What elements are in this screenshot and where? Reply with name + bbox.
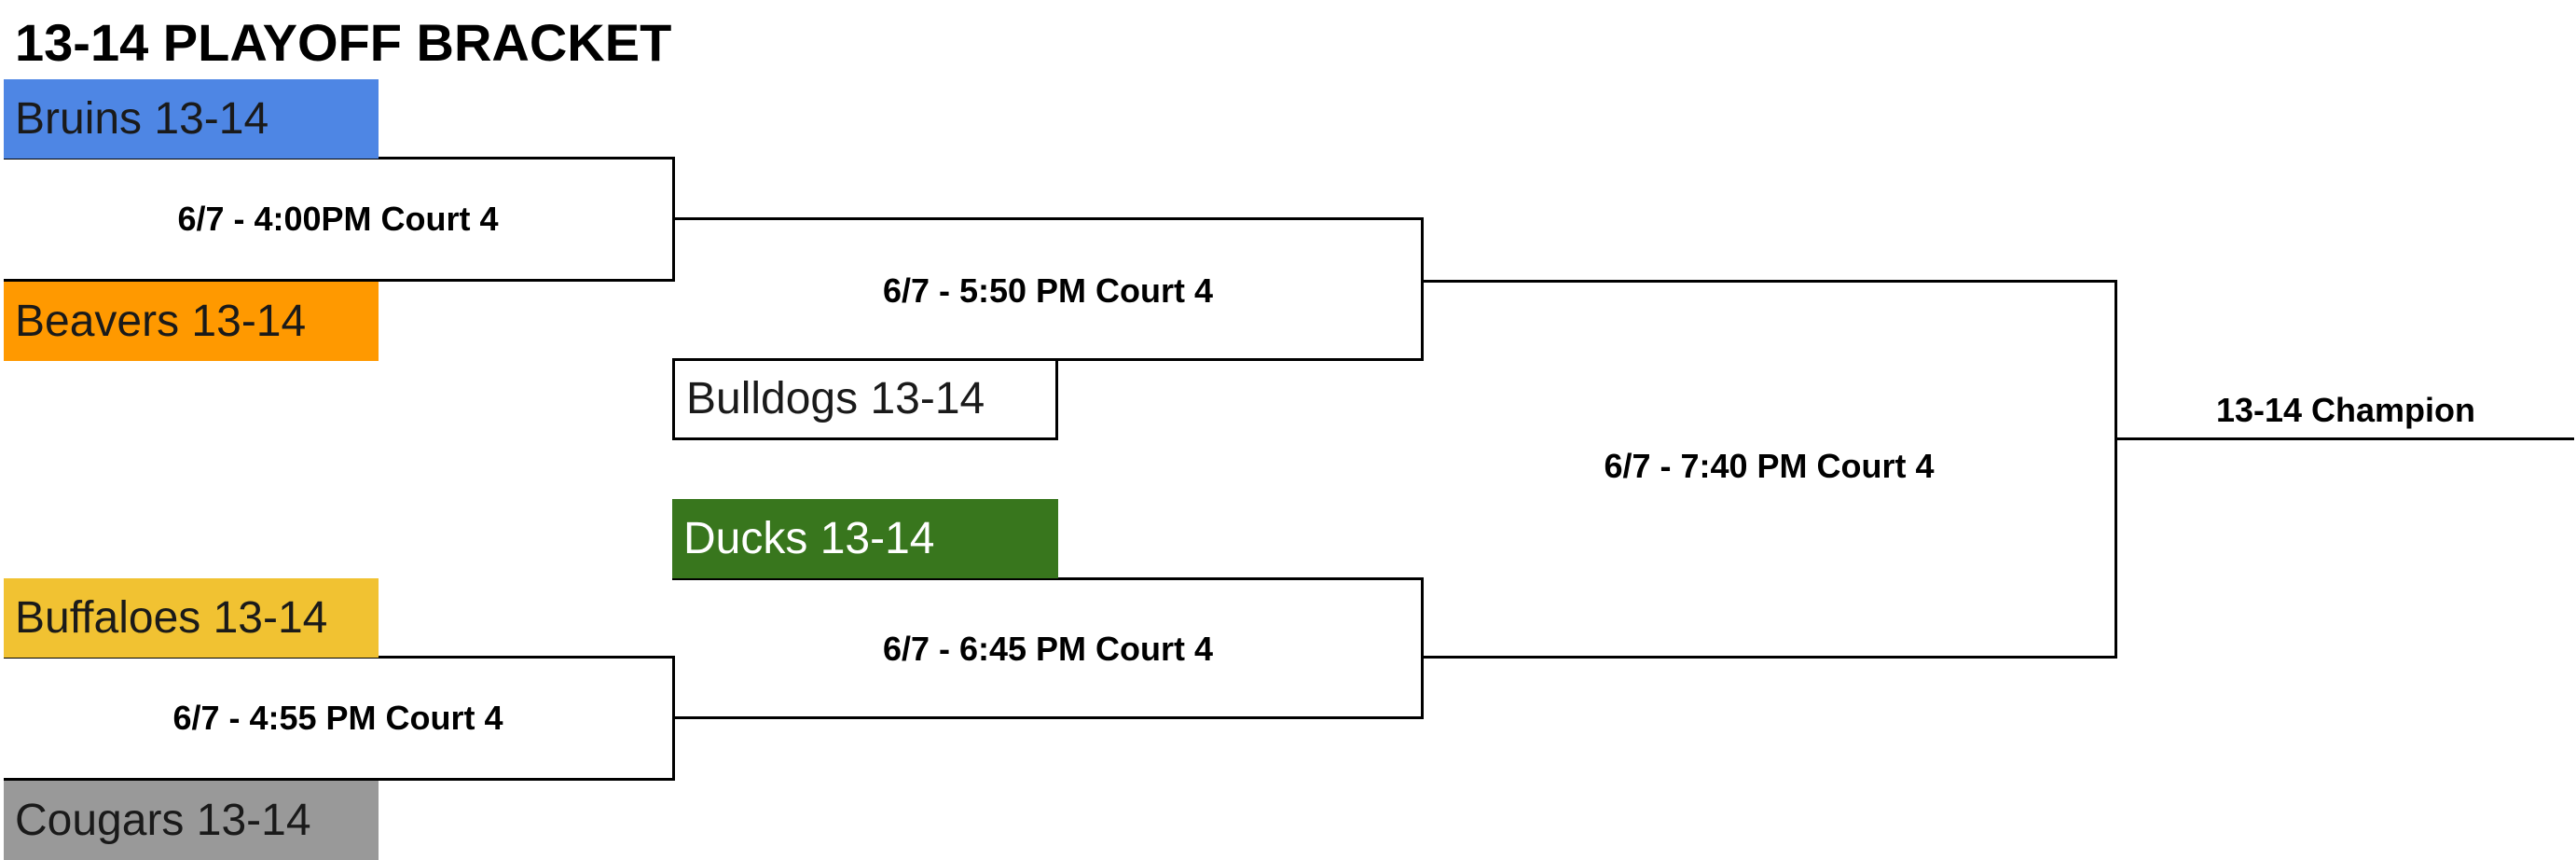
team-buffaloes: Buffaloes 13-14 <box>4 578 379 658</box>
team-label: Bruins 13-14 <box>15 94 269 144</box>
g3-bottom-line <box>672 358 1424 361</box>
final-bottom-line <box>1421 656 2117 659</box>
game-4-label: 6/7 - 6:45 PM Court 4 <box>882 630 1214 668</box>
final-top-line <box>1421 280 2117 283</box>
team-label: Bulldogs 13-14 <box>686 374 985 423</box>
g4-right-line <box>1421 577 1424 719</box>
final-game-label: 6/7 - 7:40 PM Court 4 <box>1604 447 1935 485</box>
g1-bottom-line <box>4 279 675 282</box>
team-ducks: Ducks 13-14 <box>672 499 1058 578</box>
team-beavers: Beavers 13-14 <box>4 282 379 361</box>
game-1-label: 6/7 - 4:00PM Court 4 <box>177 200 499 238</box>
g2-bottom-line <box>4 778 675 781</box>
team-label: Beavers 13-14 <box>15 297 307 346</box>
game-2-label: 6/7 - 4:55 PM Court 4 <box>172 699 503 737</box>
team-cougars: Cougars 13-14 <box>4 781 379 860</box>
team-bruins: Bruins 13-14 <box>4 79 379 159</box>
team-bulldogs: Bulldogs 13-14 <box>672 361 1058 440</box>
g4-bottom-line <box>672 716 1424 719</box>
final-right-line <box>2115 280 2117 659</box>
team-label: Buffaloes 13-14 <box>15 593 328 643</box>
g3-top-line <box>672 217 1424 220</box>
champion-line <box>2115 437 2574 440</box>
g3-right-line <box>1421 217 1424 361</box>
g4-top-line <box>672 577 1424 580</box>
bracket-title: 13-14 PLAYOFF BRACKET <box>15 13 672 72</box>
team-label: Cougars 13-14 <box>15 796 311 845</box>
champion-label: 13-14 Champion <box>2215 391 2476 429</box>
team-label: Ducks 13-14 <box>683 514 935 563</box>
game-3-label: 6/7 - 5:50 PM Court 4 <box>882 271 1214 310</box>
